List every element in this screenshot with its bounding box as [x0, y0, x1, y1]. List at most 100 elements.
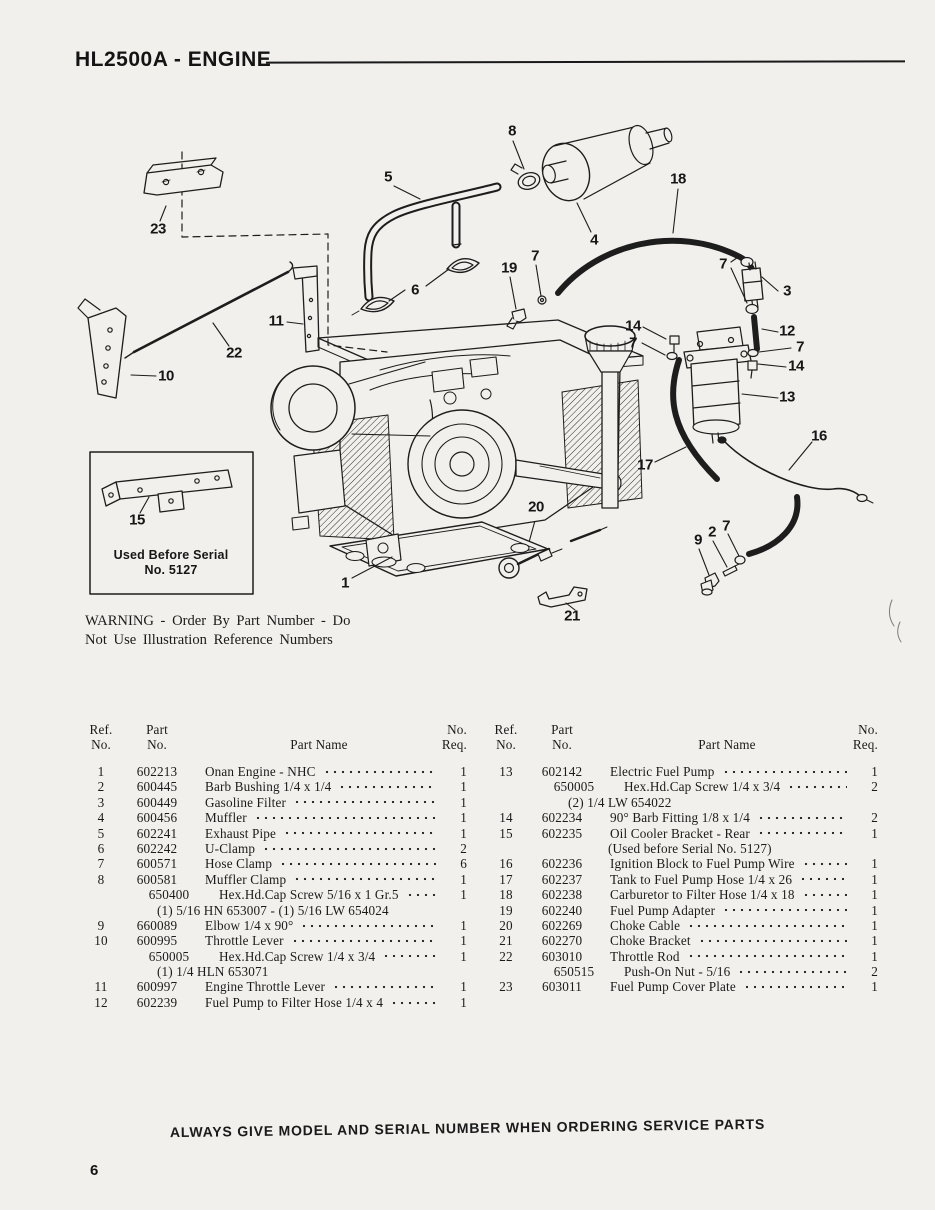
- qty-required: 1: [460, 825, 467, 841]
- part-no: 602238: [541, 887, 583, 903]
- ref-no: 19: [499, 902, 513, 918]
- table-note-row: (Used before Serial No. 5127): [608, 840, 772, 856]
- qty-required: 1: [460, 948, 467, 964]
- part-no: 603011: [542, 979, 582, 995]
- callout-1: 1: [341, 574, 349, 592]
- ref-no: 7: [97, 856, 105, 872]
- qty-required: 1: [871, 917, 878, 933]
- callout-23: 23: [150, 220, 166, 238]
- part-name: U-Clamp: [197, 841, 441, 856]
- part-no: 602234: [541, 810, 583, 826]
- part-name: Choke Cable: [602, 918, 852, 933]
- inset-caption-line1: Used Before Serial: [113, 548, 229, 562]
- callout-8: 8: [508, 122, 516, 140]
- part-no: 600571: [136, 856, 178, 872]
- part-no: 650005: [148, 948, 190, 964]
- qty-required: 1: [871, 871, 878, 887]
- callout-7: 7: [719, 255, 727, 273]
- inset-caption-line2: No. 5127: [144, 563, 198, 577]
- part-no: 602269: [541, 917, 583, 933]
- ref-no: 23: [499, 979, 513, 995]
- part-no: 602213: [136, 764, 178, 779]
- dot-leader: [262, 846, 436, 851]
- callout-6: 6: [411, 281, 419, 299]
- ref-no: 22: [499, 948, 513, 964]
- column-header: Part No.: [146, 722, 168, 752]
- table-note-row: (1) 5/16 HN 653007 - (1) 5/16 LW 654024: [157, 902, 389, 918]
- ref-no: 15: [499, 825, 513, 841]
- qty-required: 2: [871, 779, 878, 795]
- ref-no: 4: [97, 810, 105, 826]
- part-no: 650400: [148, 887, 190, 903]
- qty-required: 1: [460, 779, 467, 795]
- part-name: Fuel Pump to Filter Hose 1/4 x 4: [197, 995, 441, 1010]
- qty-required: 1: [460, 994, 467, 1010]
- callout-2: 2: [708, 523, 716, 541]
- part-no: 602235: [541, 825, 583, 841]
- part-no: 600997: [136, 979, 178, 995]
- dot-leader: [801, 862, 847, 867]
- part-name: Throttle Rod: [602, 949, 852, 964]
- qty-required: 2: [871, 810, 878, 826]
- dot-leader: [332, 985, 436, 990]
- column-header: Ref. No.: [494, 722, 518, 752]
- qty-required: 1: [460, 871, 467, 887]
- column-header: Ref. No.: [89, 722, 113, 752]
- callout-19: 19: [501, 259, 517, 277]
- footer-ordering-note: ALWAYS GIVE MODEL AND SERIAL NUMBER WHEN…: [169, 1115, 766, 1141]
- dot-leader: [283, 831, 436, 836]
- part-name: Electric Fuel Pump: [602, 764, 852, 779]
- part-no: 602242: [136, 840, 178, 856]
- part-name: Fuel Pump Cover Plate: [602, 979, 852, 994]
- qty-required: 1: [460, 810, 467, 826]
- dot-leader: [300, 923, 436, 928]
- part-name: Hex.Hd.Cap Screw 5/16 x 1 Gr.5: [197, 887, 441, 902]
- callout-7: 7: [629, 334, 637, 352]
- qty-required: 2: [871, 964, 878, 980]
- dot-leader: [801, 892, 847, 897]
- title-rule: [265, 60, 906, 64]
- column-header: Part No.: [551, 722, 573, 752]
- qty-required: 1: [460, 794, 467, 810]
- dot-leader: [722, 908, 847, 913]
- part-no: 600449: [136, 794, 178, 810]
- part-no: 602240: [541, 902, 583, 918]
- ref-no: 6: [97, 840, 105, 856]
- part-no: 603010: [541, 948, 583, 964]
- ref-no: 5: [97, 825, 105, 841]
- table-note-row: (1) 1/4 HLN 653071: [157, 964, 269, 980]
- qty-required: 2: [460, 840, 467, 856]
- callout-7: 7: [722, 517, 730, 535]
- ref-no: 20: [499, 917, 513, 933]
- dot-leader: [721, 769, 847, 774]
- part-no: 602142: [541, 764, 583, 779]
- qty-required: 1: [871, 933, 878, 949]
- part-name: Onan Engine - NHC: [197, 764, 441, 779]
- dot-leader: [686, 954, 847, 959]
- dot-leader: [390, 1000, 436, 1005]
- callout-13: 13: [779, 388, 795, 406]
- ref-no: 10: [94, 933, 108, 949]
- callout-4: 4: [590, 231, 598, 249]
- qty-required: 6: [460, 856, 467, 872]
- part-name: Choke Bracket: [602, 933, 852, 948]
- dot-leader: [756, 831, 847, 836]
- part-no: 600456: [136, 810, 178, 826]
- dot-leader: [799, 877, 847, 882]
- table-note-row: (2) 1/4 LW 654022: [568, 794, 672, 810]
